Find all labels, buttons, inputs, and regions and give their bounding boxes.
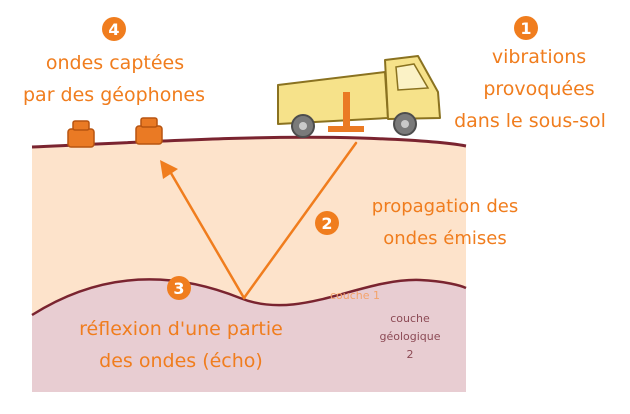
step-2-label-line2: ondes émises — [383, 228, 507, 249]
vibrator-truck-icon — [277, 55, 441, 138]
layer-boundary-line — [31, 278, 467, 317]
geological-layer-2 — [32, 279, 466, 392]
step-4-label-line2: par des géophones — [23, 84, 205, 106]
geophone-left-icon — [67, 120, 95, 148]
layer-2-label-line3: 2 — [406, 348, 414, 361]
step-4-label-line1: ondes captées — [45, 52, 185, 74]
step-1-badge: 1 — [514, 16, 538, 40]
wave-path — [166, 141, 358, 300]
step-3-label-line1: réflexion d'une partie — [79, 318, 283, 340]
geophone-right-icon — [135, 117, 163, 145]
layer-2-label-line2: géologique — [379, 330, 441, 343]
step-2-badge: 2 — [315, 211, 339, 235]
geological-layer-1 — [32, 137, 466, 315]
step-3-badge: 3 — [167, 276, 191, 300]
svg-text:1: 1 — [520, 19, 531, 38]
step-1-label-line2: provoquées — [483, 78, 595, 100]
layer-2-label-line1: couche — [390, 312, 430, 325]
svg-text:2: 2 — [321, 214, 332, 233]
step-3-label-line2: des ondes (écho) — [99, 350, 263, 372]
step-1-label-line3: dans le sous-sol — [454, 110, 606, 132]
step-4-badge: 4 — [102, 17, 126, 41]
ground-surface-line — [31, 135, 467, 149]
svg-text:4: 4 — [108, 20, 119, 39]
step-1-label-line1: vibrations — [491, 46, 587, 68]
svg-text:3: 3 — [173, 279, 184, 298]
step-2-label-line1: propagation des — [371, 196, 519, 217]
wave-arrowhead-icon — [160, 160, 178, 179]
layer-1-label: couche 1 — [329, 289, 381, 302]
